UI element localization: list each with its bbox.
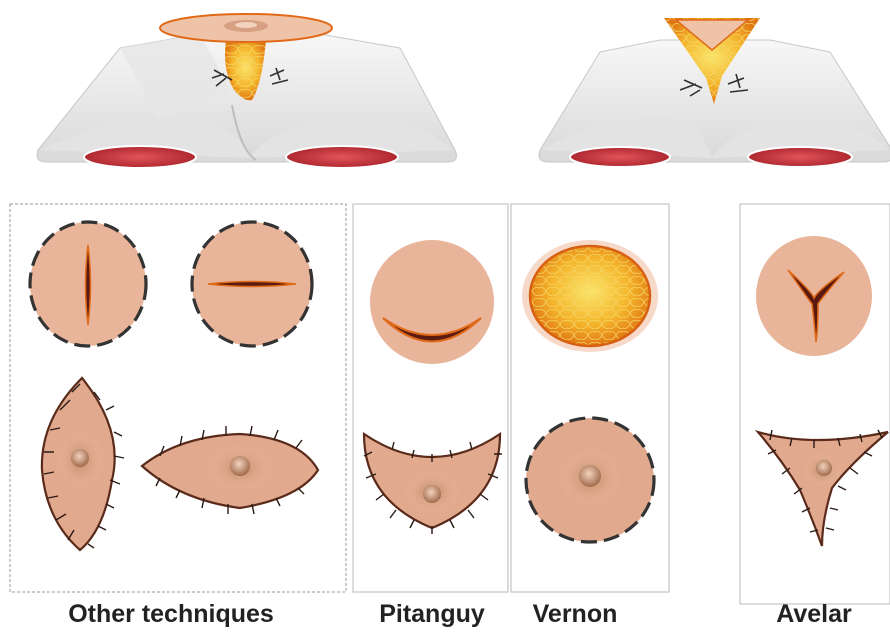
pitanguy-crescent-closure (364, 434, 502, 534)
horizontal-ellipse-closure (142, 426, 318, 514)
vertical-incision-circle (30, 222, 146, 346)
vertical-ellipse-closure (42, 378, 124, 550)
label-pitanguy: Pitanguy (352, 600, 512, 629)
label-avelar: Avelar (738, 600, 890, 629)
horizontal-incision-circle (192, 222, 312, 346)
torso-illustration-left (37, 14, 456, 168)
avelar-triangle-closure (758, 430, 888, 546)
vernon-fat-disc (522, 240, 658, 352)
vernon-circular-closure (526, 418, 654, 542)
muscle-section-right-2 (748, 147, 852, 167)
muscle-section-right (286, 146, 398, 168)
torso-illustration-right (539, 18, 890, 167)
avelar-star-incision-circle (756, 236, 872, 356)
label-other-techniques: Other techniques (18, 600, 324, 629)
pitanguy-smile-incision-circle (370, 240, 494, 364)
label-vernon: Vernon (512, 600, 638, 629)
muscle-section-left (84, 146, 196, 168)
muscle-section-left-2 (570, 147, 670, 167)
